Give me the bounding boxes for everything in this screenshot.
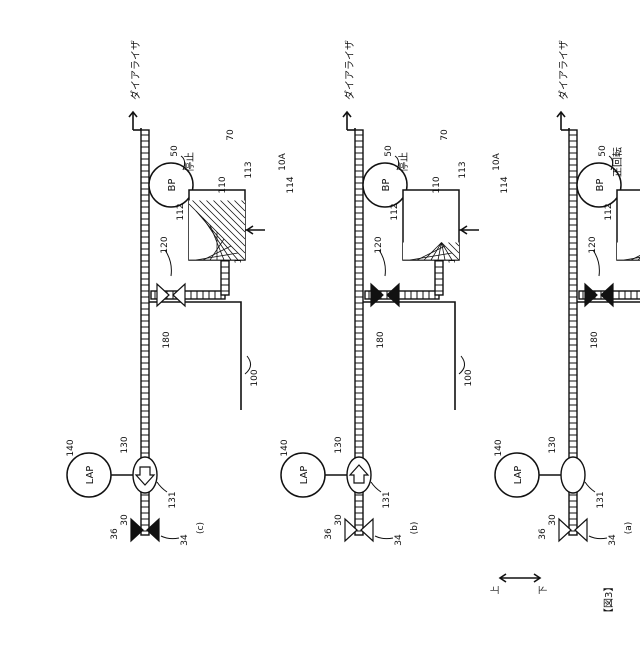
ref-50: 50	[170, 145, 180, 157]
ref-110: 110	[432, 176, 442, 193]
ref-120: 120	[374, 236, 384, 253]
drain-line-100	[577, 302, 640, 410]
ref-34: 34	[180, 534, 190, 546]
ref-131: 131	[168, 491, 178, 508]
panel-a: ダイアライザBP50正回転3010011612018011011211310A7…	[494, 40, 640, 546]
ref-70: 70	[226, 129, 236, 141]
ref-113: 113	[244, 161, 254, 178]
lap-label: LAP	[85, 466, 96, 485]
ref-120: 120	[588, 236, 598, 253]
leader-34	[161, 536, 179, 539]
ref-180: 180	[376, 331, 386, 348]
blood-pump-label: BP	[595, 179, 606, 192]
ref-30-right: 30	[548, 514, 558, 526]
ref-100: 100	[250, 369, 260, 386]
dialyzer-label: ダイアライザ	[557, 40, 570, 100]
leader-131	[585, 482, 595, 492]
ref-10a: 10A	[278, 152, 288, 170]
panel-label-c: (c)	[196, 522, 206, 534]
ref-70: 70	[440, 129, 450, 141]
panel-c: ダイアライザBP50停止3010011612018011011211310A70…	[66, 40, 296, 546]
ref-113: 113	[458, 161, 468, 178]
leader-34	[589, 536, 607, 539]
ref-112: 112	[604, 203, 614, 220]
panel-b: ダイアライザBP50停止3010011612018011011211310A70…	[280, 40, 510, 546]
lap-label: LAP	[513, 466, 524, 485]
branch-116-h-body	[221, 260, 229, 295]
ref-140: 140	[280, 439, 290, 456]
ref-130: 130	[334, 436, 344, 453]
drain-line-100	[149, 302, 241, 410]
ref-140: 140	[66, 439, 76, 456]
ref-10a: 10A	[492, 152, 502, 170]
ref-34: 34	[394, 534, 404, 546]
ref-120: 120	[160, 236, 170, 253]
direction-down-label: 下	[539, 585, 549, 594]
dialyzer-label: ダイアライザ	[129, 40, 142, 100]
pressure-element-130	[561, 457, 585, 493]
dialyzer-label: ダイアライザ	[343, 40, 356, 100]
leader-131	[157, 482, 167, 492]
ref-110: 110	[218, 176, 228, 193]
ref-36: 36	[110, 528, 120, 540]
ref-36: 36	[324, 528, 334, 540]
ref-131: 131	[382, 491, 392, 508]
ref-130: 130	[120, 436, 130, 453]
ref-112: 112	[390, 203, 400, 220]
rotated-figure: ダイアライザBP50正回転3010011612018011011211310A7…	[66, 40, 640, 618]
ref-114: 114	[500, 176, 510, 193]
blood-pump-label: BP	[381, 179, 392, 192]
ref-30-right: 30	[334, 514, 344, 526]
blood-pump-label: BP	[167, 179, 178, 192]
ref-131: 131	[596, 491, 606, 508]
pump-state-label: 正回転	[612, 147, 624, 177]
ref-34: 34	[608, 534, 618, 546]
leader-34	[375, 536, 393, 539]
ref-100: 100	[464, 369, 474, 386]
direction-up-label: 上	[490, 585, 501, 594]
ref-36: 36	[538, 528, 548, 540]
ref-114: 114	[286, 176, 296, 193]
panel-label-b: (b)	[410, 522, 420, 535]
panel-label-a: (a)	[624, 522, 634, 535]
ref-30-right: 30	[120, 514, 130, 526]
branch-116-h-body	[435, 260, 443, 295]
leader-131	[371, 482, 381, 492]
ref-50: 50	[384, 145, 394, 157]
figure-label: 【図3】	[603, 582, 615, 618]
ref-50: 50	[598, 145, 608, 157]
ref-112: 112	[176, 203, 186, 220]
ref-140: 140	[494, 439, 504, 456]
lap-label: LAP	[299, 466, 310, 485]
ref-180: 180	[162, 331, 172, 348]
ref-130: 130	[548, 436, 558, 453]
ref-180: 180	[590, 331, 600, 348]
drain-line-100	[363, 302, 455, 410]
